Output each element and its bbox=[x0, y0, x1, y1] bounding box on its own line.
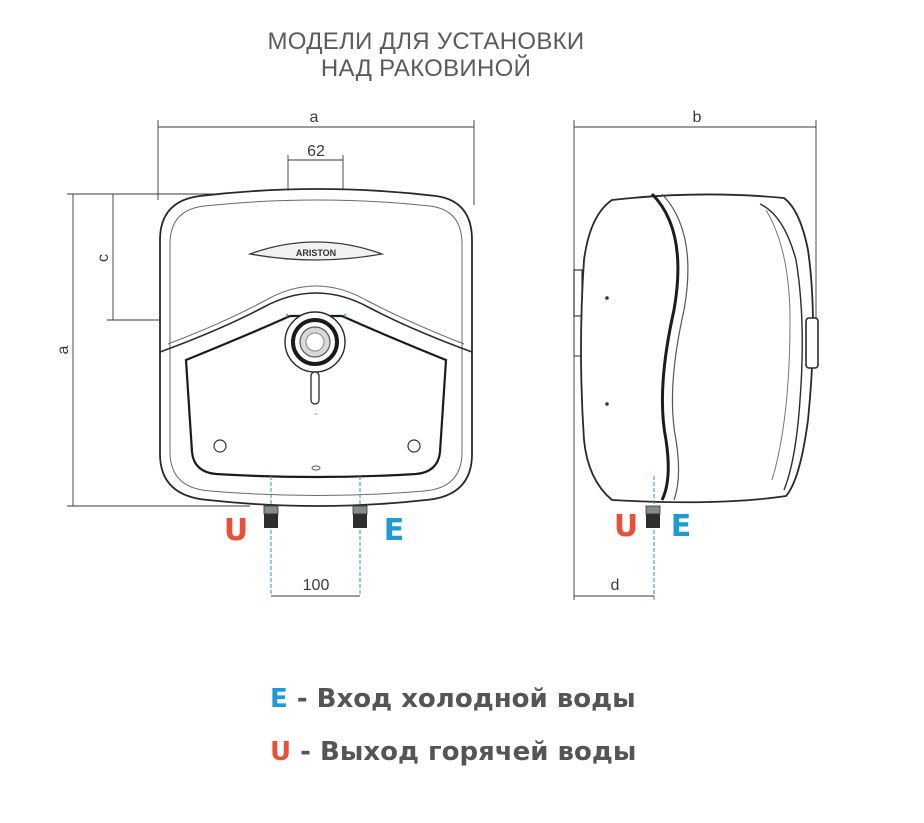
page-title: МОДЕЛИ ДЛЯ УСТАНОВКИ НАД РАКОВИНОЙ bbox=[0, 28, 852, 82]
dim-label-control-height: c bbox=[95, 254, 112, 262]
title-line-1: МОДЕЛИ ДЛЯ УСТАНОВКИ bbox=[267, 28, 585, 55]
screw-left-icon bbox=[213, 439, 227, 453]
indicator-slot bbox=[310, 371, 320, 405]
dim-label-front-width: a bbox=[310, 109, 319, 126]
svg-text:ꜛ: ꜛ bbox=[343, 313, 348, 324]
front-hot-pipe bbox=[263, 476, 279, 596]
side-cold-label: E bbox=[671, 509, 692, 544]
dim-label-center-spacing: 62 bbox=[307, 143, 325, 160]
dim-label-side-pipe-offset: d bbox=[611, 577, 620, 594]
front-cold-pipe bbox=[352, 476, 368, 596]
side-view: b U E d bbox=[573, 109, 819, 600]
legend-cold-text: - Вход холодной воды bbox=[287, 684, 636, 714]
front-view: a 62 c a ARISTON bbox=[55, 109, 475, 597]
dim-label-side-depth: b bbox=[693, 109, 702, 126]
brand-logo-text: ARISTON bbox=[296, 248, 336, 258]
dim-label-front-height: a bbox=[55, 345, 72, 354]
side-hot-label: U bbox=[614, 509, 638, 544]
legend-cold: E - Вход холодной воды bbox=[270, 684, 636, 714]
front-cold-label: E bbox=[384, 513, 405, 548]
brand-badge bbox=[247, 241, 385, 261]
dim-label-pipe-spacing: 100 bbox=[303, 577, 330, 594]
svg-text:ꜛ: ꜛ bbox=[285, 313, 290, 324]
svg-text:~: ~ bbox=[314, 412, 318, 418]
heater-side-body bbox=[580, 193, 814, 504]
dim-front-height bbox=[67, 193, 250, 507]
side-pipe bbox=[645, 476, 661, 600]
legend-cold-letter: E bbox=[270, 684, 288, 714]
legend-hot: U - Выход горячей воды bbox=[270, 737, 636, 767]
screw-right-icon bbox=[407, 439, 421, 453]
legend-hot-text: - Выход горячей воды bbox=[291, 737, 637, 767]
thermostat-knob bbox=[284, 311, 346, 373]
front-hot-label: U bbox=[224, 513, 248, 548]
dim-front-width bbox=[157, 120, 475, 205]
title-line-2: НАД РАКОВИНОЙ bbox=[320, 55, 532, 82]
dim-side-depth bbox=[573, 120, 817, 600]
legend-hot-letter: U bbox=[270, 737, 292, 767]
